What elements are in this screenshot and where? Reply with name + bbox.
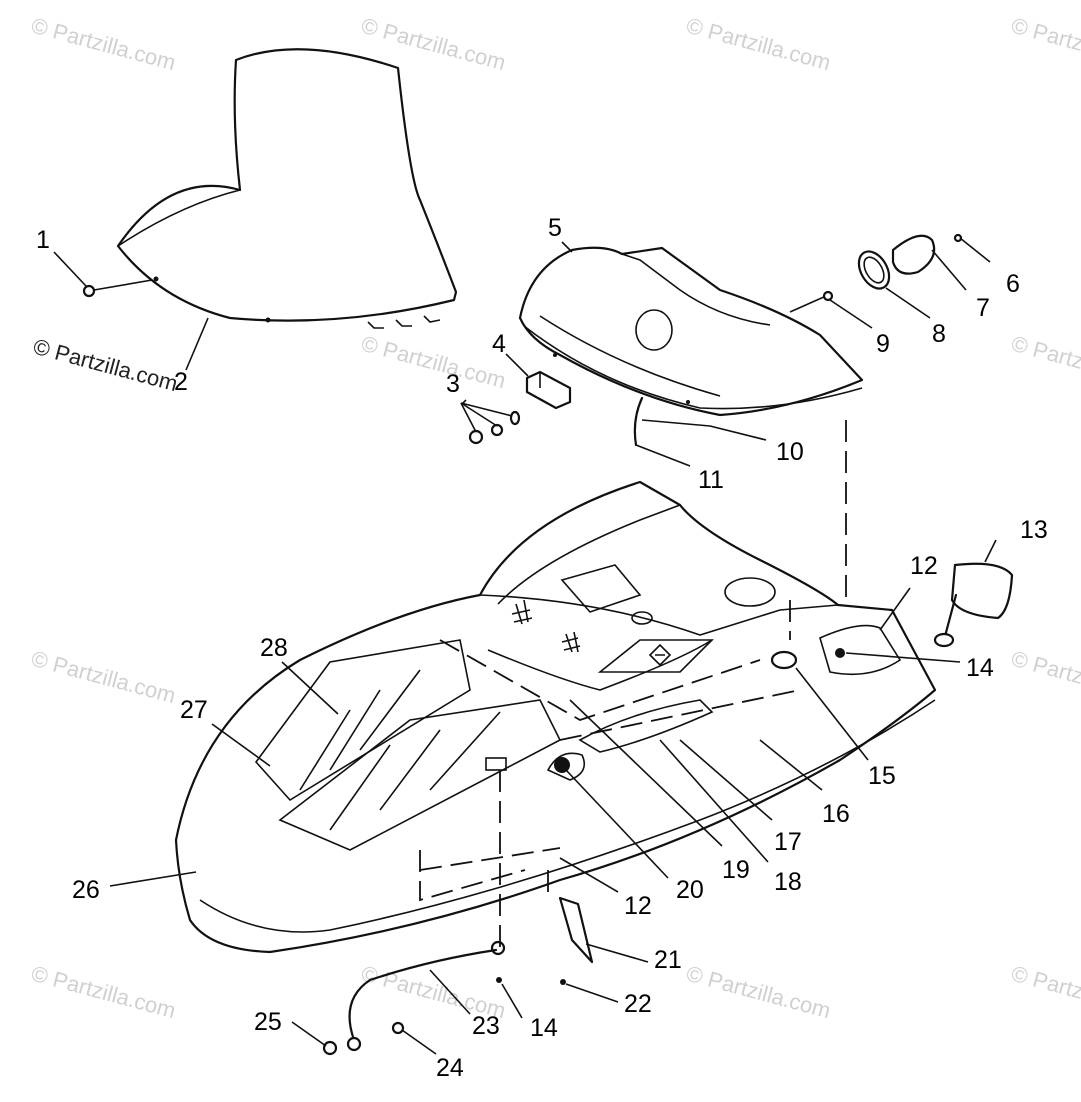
bracket bbox=[525, 370, 572, 410]
watermark-text: © Partzilla.com bbox=[359, 331, 509, 394]
callout-20: 20 bbox=[676, 876, 704, 904]
callout-10: 10 bbox=[776, 438, 804, 466]
callout-15: 15 bbox=[868, 762, 896, 790]
leader-lines bbox=[53, 237, 997, 1055]
callout-25: 25 bbox=[254, 1008, 282, 1036]
hood-body bbox=[174, 480, 937, 954]
callout-3: 3 bbox=[446, 370, 460, 398]
callout-28: 28 bbox=[260, 634, 288, 662]
mirror bbox=[933, 562, 1014, 648]
watermark-text: © Partzilla.com bbox=[1009, 646, 1081, 709]
callout-2: 2 bbox=[174, 368, 188, 396]
watermark-text: © Partzilla.com bbox=[684, 961, 834, 1024]
callout-7: 7 bbox=[976, 294, 990, 322]
dash-cover bbox=[518, 246, 864, 417]
watermark-text: © Partzilla.com bbox=[1009, 961, 1081, 1024]
callout-1: 1 bbox=[36, 226, 50, 254]
gauge-assembly bbox=[789, 233, 963, 313]
callout-19: 19 bbox=[722, 856, 750, 884]
callout-27: 27 bbox=[180, 696, 208, 724]
watermark-text: © Partzilla.com bbox=[1009, 331, 1081, 394]
callout-8: 8 bbox=[932, 320, 946, 348]
callout-4: 4 bbox=[492, 330, 506, 358]
watermark-text: © Partzilla.com bbox=[29, 961, 179, 1024]
screws bbox=[460, 402, 521, 445]
callout-16: 16 bbox=[822, 800, 850, 828]
callout-22: 22 bbox=[624, 990, 652, 1018]
watermark-text: © Partzilla.com bbox=[684, 13, 834, 76]
callout-6: 6 bbox=[1006, 270, 1020, 298]
lower-hardware bbox=[322, 896, 594, 1056]
watermark-text: © Partzilla.com bbox=[29, 646, 179, 709]
callout-17: 17 bbox=[774, 828, 802, 856]
alignment-lines bbox=[419, 420, 847, 948]
watermark-text: © Partzilla.com bbox=[29, 13, 179, 76]
callout-24: 24 bbox=[436, 1054, 464, 1082]
windshield bbox=[82, 48, 458, 329]
watermark-text: © Partzilla.com bbox=[31, 334, 181, 397]
callout-12: 12 bbox=[910, 552, 938, 580]
watermark-text: © Partzilla.com bbox=[1009, 13, 1081, 76]
callout-14-lower: 14 bbox=[530, 1014, 558, 1042]
callout-26: 26 bbox=[72, 876, 100, 904]
callout-5: 5 bbox=[548, 214, 562, 242]
callout-11: 11 bbox=[698, 466, 724, 494]
callout-18: 18 bbox=[774, 868, 802, 896]
callout-12-lower: 12 bbox=[624, 892, 652, 920]
callout-14: 14 bbox=[966, 654, 994, 682]
callouts: 1 2 3 4 5 6 7 8 9 10 11 12 13 14 15 16 1… bbox=[36, 214, 1048, 1082]
callout-21: 21 bbox=[654, 946, 682, 974]
cable-clip bbox=[633, 396, 711, 447]
callout-9: 9 bbox=[876, 330, 890, 358]
callout-13: 13 bbox=[1020, 516, 1048, 544]
callout-23: 23 bbox=[472, 1012, 500, 1040]
